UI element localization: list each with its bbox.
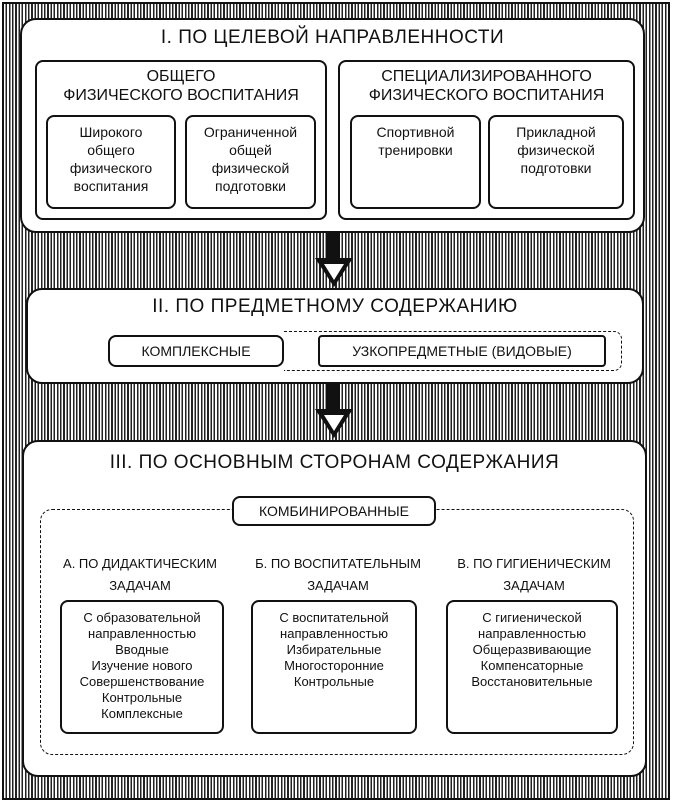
type-narrow-label: УЗКОПРЕДМЕТНЫЕ (ВИДОВЫЕ) bbox=[352, 343, 572, 359]
item-applied-training bbox=[488, 115, 624, 209]
arrow-down-2 bbox=[315, 383, 353, 438]
column-educational-box bbox=[251, 600, 417, 734]
type-combined-label: КОМБИНИРОВАННЫЕ bbox=[258, 503, 410, 519]
column-hygienic-box bbox=[446, 600, 618, 734]
item-sport-training bbox=[350, 115, 481, 209]
group-specialized-title: СПЕЦИАЛИЗИРОВАННОГО ФИЗИЧЕСКОГО ВОСПИТАН… bbox=[368, 68, 605, 104]
arrow-down-1 bbox=[315, 232, 353, 287]
column-didactic-items: С образовательной направленностью Вводны… bbox=[79, 610, 205, 721]
item-limited-general bbox=[185, 115, 316, 209]
type-complex-label: КОМПЛЕКСНЫЕ bbox=[141, 343, 251, 359]
column-educational-heading: Б. ПО ВОСПИТАТЕЛЬНЫМ ЗАДАЧАМ bbox=[255, 556, 421, 593]
type-narrow-dashed-frame bbox=[284, 331, 622, 371]
type-combined bbox=[232, 496, 436, 526]
section-3-title: III. ПО ОСНОВНЫМ СТОРОНАМ СОДЕРЖАНИЯ bbox=[109, 452, 560, 473]
column-educational-items: С воспитательной направленностью Избират… bbox=[279, 610, 389, 689]
section-1-title: I. ПО ЦЕЛЕВОЙ НАПРАВЛЕННОСТИ bbox=[160, 27, 505, 48]
item-broad-general-label: Широкого общего физического воспитания bbox=[69, 124, 153, 194]
item-broad-general bbox=[46, 115, 176, 209]
item-sport-training-label: Спортивной тренировки bbox=[376, 124, 455, 158]
column-hygienic-items: С гигиенической направленностью Общеразв… bbox=[471, 610, 593, 689]
group-general-title: ОБЩЕГО ФИЗИЧЕСКОГО ВОСПИТАНИЯ bbox=[63, 68, 299, 104]
column-hygienic-heading: В. ПО ГИГИЕНИЧЕСКИМ ЗАДАЧАМ bbox=[457, 556, 611, 593]
type-narrow bbox=[318, 335, 606, 367]
item-limited-general-label: Ограниченной общей физической подготовки bbox=[203, 124, 298, 194]
type-complex bbox=[108, 335, 284, 367]
section-2-title: II. ПО ПРЕДМЕТНОМУ СОДЕРЖАНИЮ bbox=[152, 296, 518, 317]
column-didactic-heading: А. ПО ДИДАКТИЧЕСКИМ ЗАДАЧАМ bbox=[63, 556, 217, 593]
column-didactic-box bbox=[60, 600, 224, 734]
item-applied-training-label: Прикладной физической подготовки bbox=[516, 124, 596, 176]
